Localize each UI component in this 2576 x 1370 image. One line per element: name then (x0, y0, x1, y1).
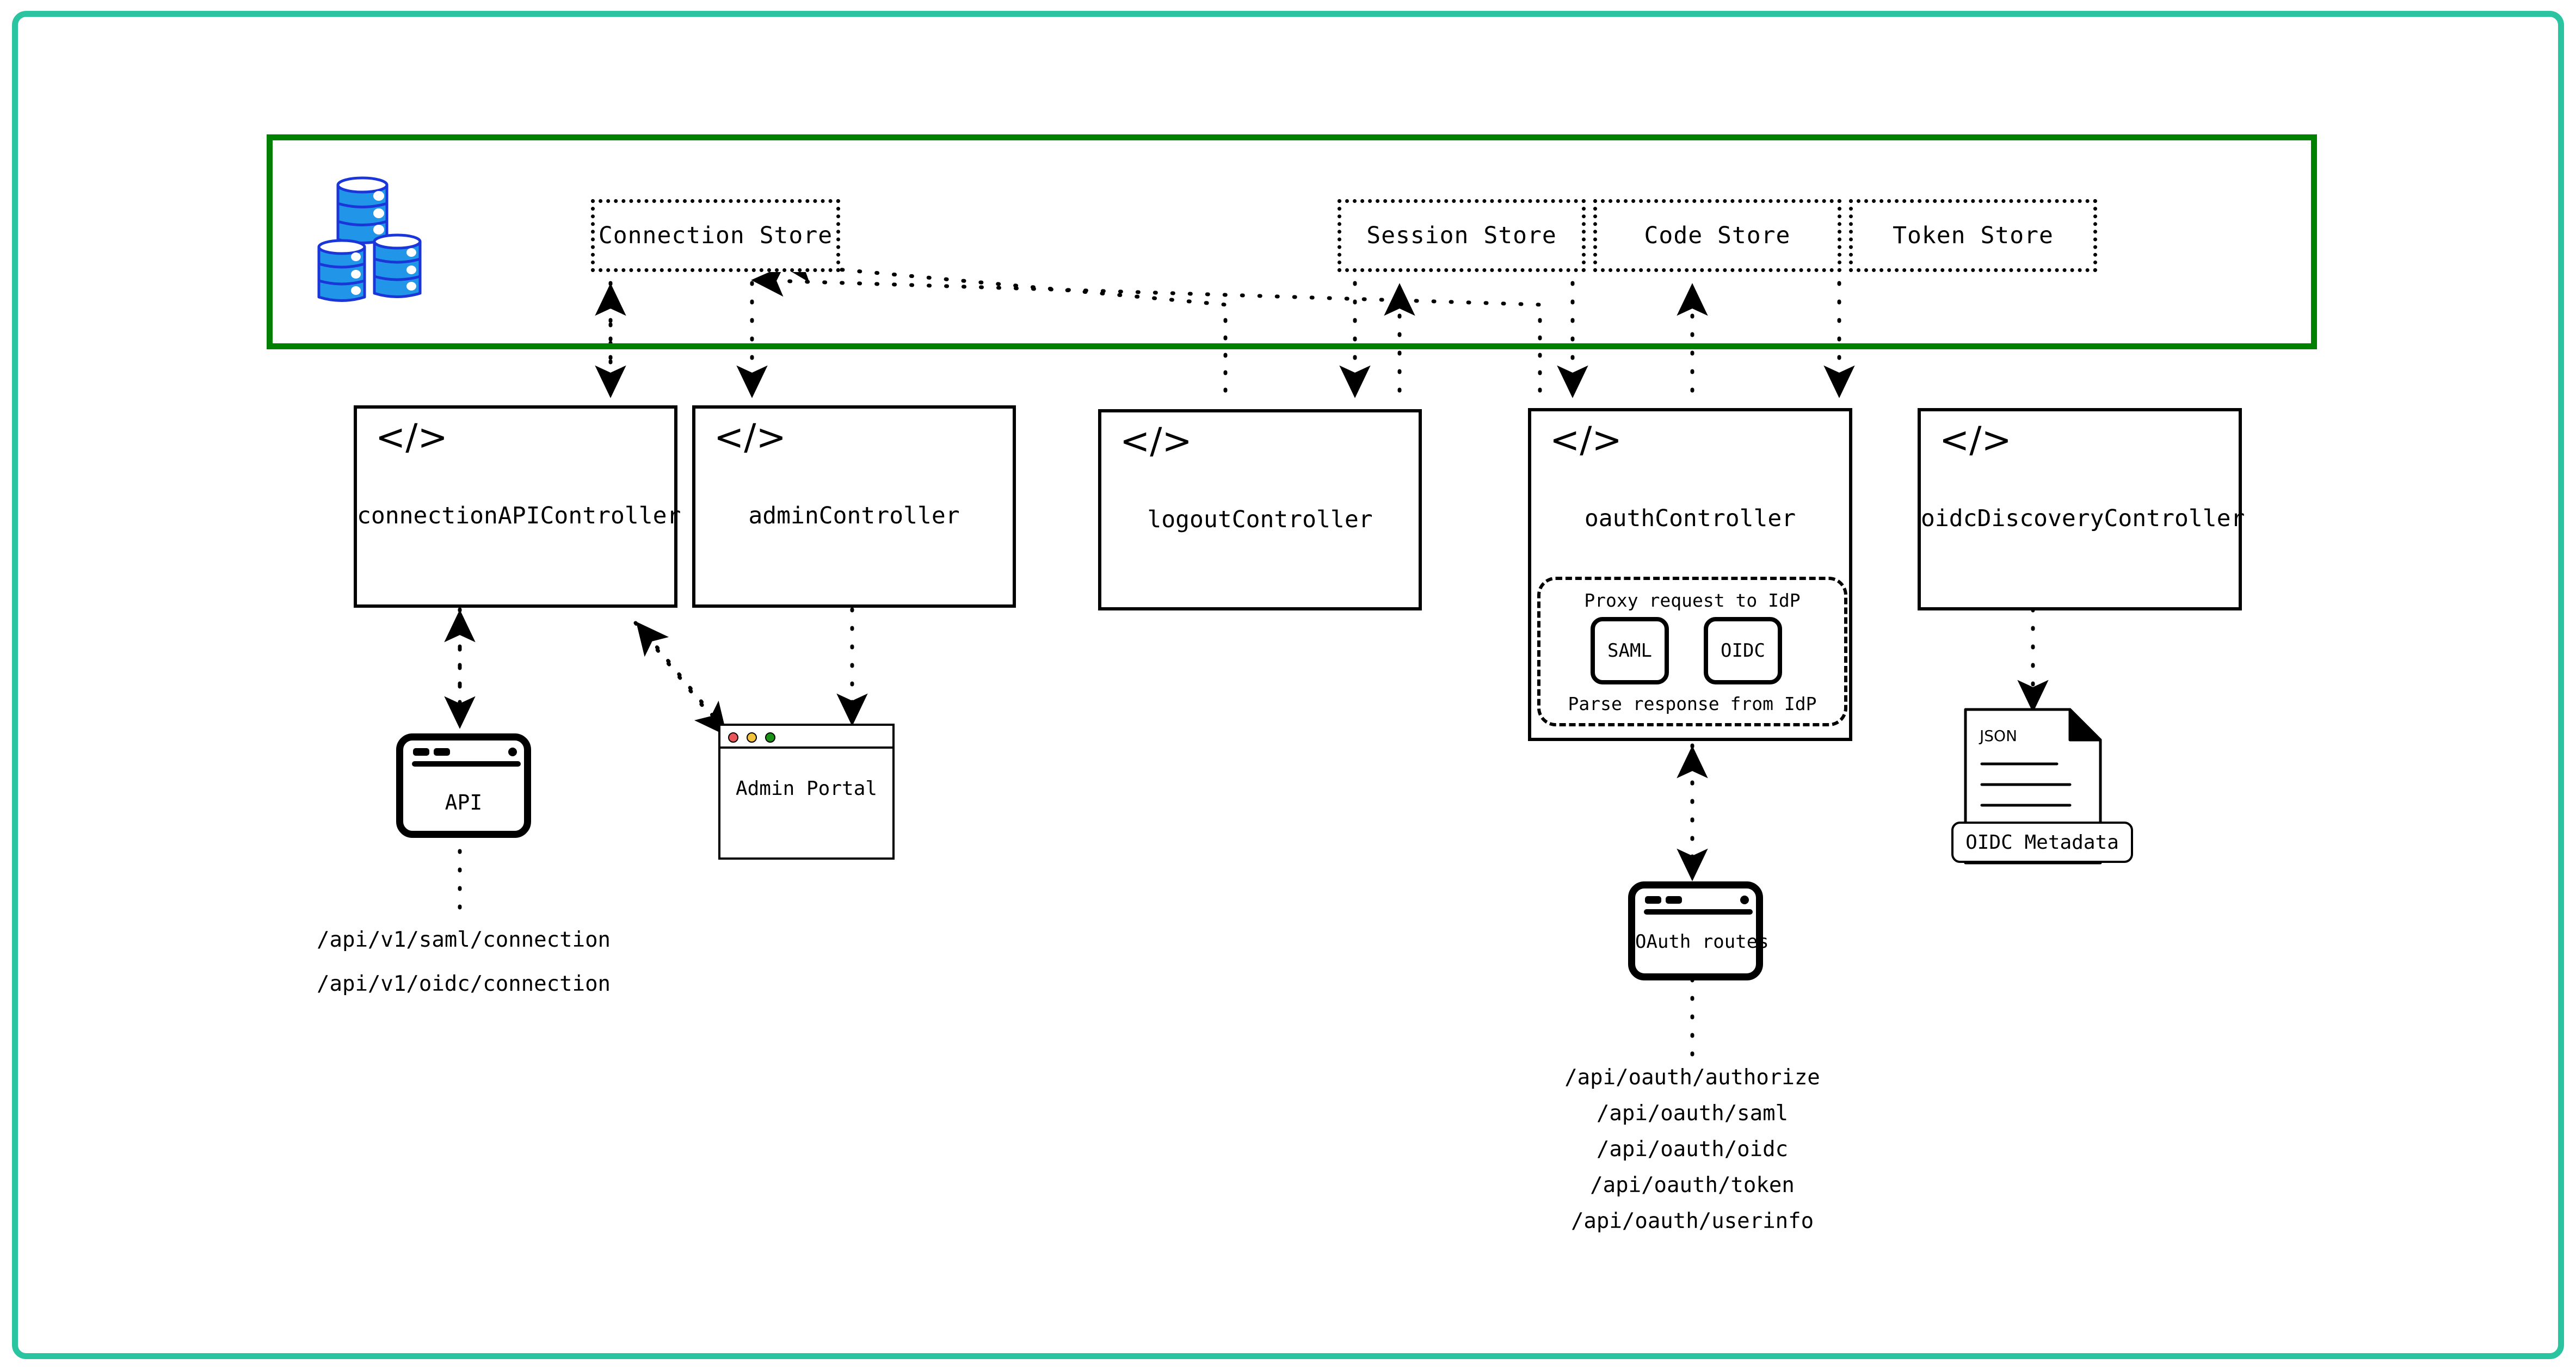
chip-saml[interactable]: SAML (1591, 617, 1669, 684)
app-window-icon (412, 748, 521, 767)
controller-label: oauthController (1584, 505, 1796, 532)
chip-oidc[interactable]: OIDC (1704, 617, 1782, 684)
database-stack-icon (317, 176, 422, 302)
controller-label: connectionAPIController (357, 502, 681, 529)
store-session[interactable]: Session Store (1338, 199, 1586, 272)
client-oauth-routes-window[interactable]: OAuth routes (1628, 881, 1769, 980)
controller-logout[interactable]: </> logoutController (1098, 409, 1422, 610)
chip-label: SAML (1607, 640, 1652, 662)
idp-top-caption: Proxy request to IdP (1584, 590, 1801, 611)
oauth-route: /api/oauth/saml (1596, 1101, 1789, 1126)
store-code[interactable]: Code Store (1593, 199, 1841, 272)
idp-bottom-caption: Parse response from IdP (1568, 693, 1817, 714)
idp-proxy-group: Proxy request to IdP SAML OIDC Parse res… (1537, 577, 1847, 726)
code-tag-icon: </> (1120, 420, 1192, 462)
store-label: Code Store (1644, 222, 1791, 249)
oauth-route-list: /api/oauth/authorize /api/oauth/saml /ap… (1469, 1060, 1915, 1239)
controller-oidc-discovery[interactable]: </> oidcDiscoveryController (1918, 408, 2245, 610)
storage-container (267, 134, 2317, 349)
endpoint-oidc-connection: /api/v1/oidc/connection (317, 972, 611, 996)
chip-label: OIDC (1721, 640, 1765, 662)
store-label: Connection Store (598, 222, 833, 249)
store-connection[interactable]: Connection Store (591, 199, 840, 272)
code-tag-icon: </> (375, 416, 448, 458)
store-label: Session Store (1366, 222, 1557, 249)
controller-label: adminController (748, 502, 960, 529)
traffic-light-green (765, 732, 775, 743)
controller-label: logoutController (1147, 506, 1373, 533)
code-tag-icon: </> (1939, 419, 2012, 461)
browser-window-icon (720, 726, 892, 749)
code-tag-icon: </> (714, 416, 786, 458)
code-tag-icon: </> (1550, 419, 1622, 461)
traffic-light-yellow (747, 732, 757, 743)
app-window-icon (1644, 896, 1753, 915)
oauth-route: /api/oauth/authorize (1564, 1065, 1820, 1090)
store-token[interactable]: Token Store (1849, 199, 2097, 272)
oauth-route: /api/oauth/userinfo (1570, 1209, 1814, 1233)
client-api-label: API (445, 791, 483, 814)
oidc-metadata-label: OIDC Metadata (1965, 831, 2119, 854)
controller-connection-api[interactable]: </> connectionAPIController (354, 405, 681, 608)
client-admin-portal-window[interactable]: Admin Portal (718, 724, 895, 860)
oauth-route: /api/oauth/oidc (1596, 1137, 1789, 1162)
json-badge-text: JSON (1979, 727, 2017, 745)
store-label: Token Store (1893, 222, 2054, 249)
controller-admin[interactable]: </> adminController (692, 405, 1016, 608)
traffic-light-red (728, 732, 738, 743)
client-api-window[interactable]: API (396, 733, 531, 838)
outer-frame (12, 11, 2564, 1359)
oauth-route: /api/oauth/token (1590, 1173, 1795, 1198)
client-oauth-routes-label: OAuth routes (1635, 931, 1769, 953)
controller-label: oidcDiscoveryController (1921, 505, 2245, 532)
endpoint-saml-connection: /api/v1/saml/connection (317, 928, 611, 952)
client-admin-portal-label: Admin Portal (735, 777, 878, 800)
oidc-metadata-pill[interactable]: OIDC Metadata (1951, 822, 2133, 863)
